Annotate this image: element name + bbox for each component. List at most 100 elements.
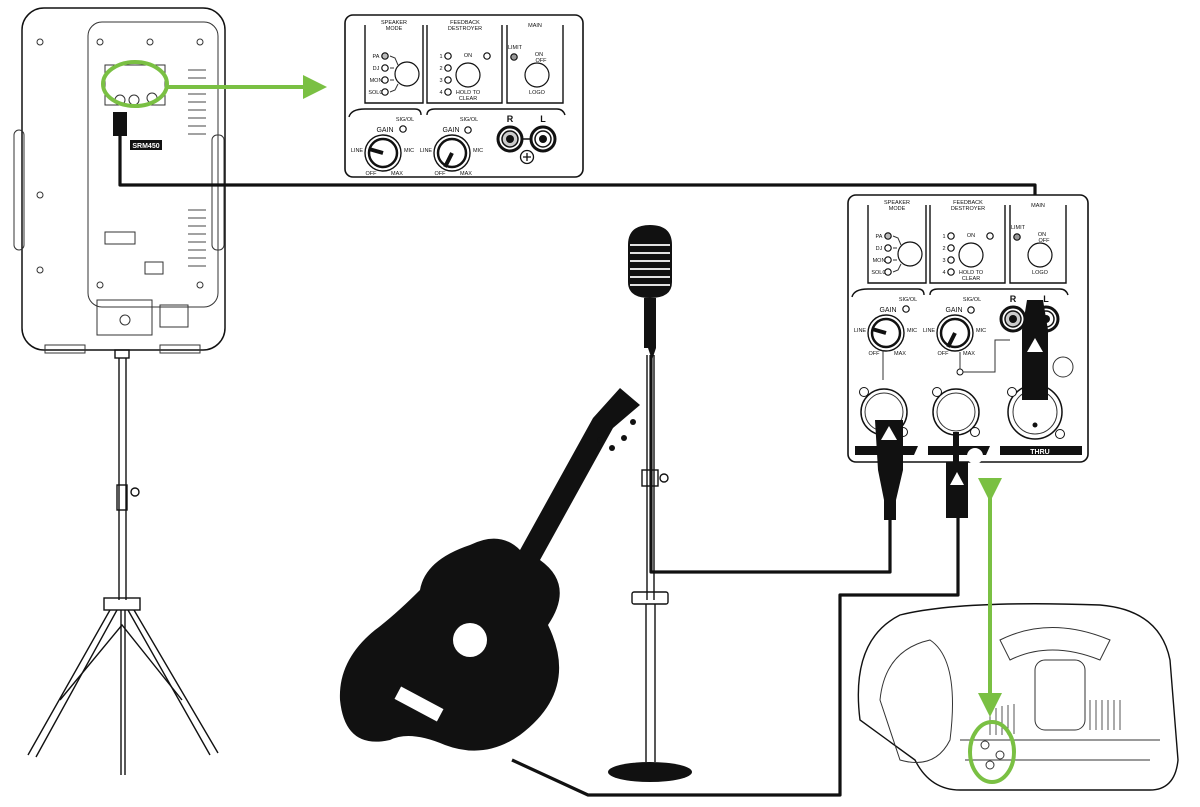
- plus-icon: [519, 149, 535, 165]
- ch1-gain-label: GAIN: [879, 307, 896, 314]
- rear-control-panel-detail: SPEAKER MODE PA DJ MON SOLO FEEDBACK DES…: [344, 14, 584, 178]
- ch2-line-label: LINE: [923, 328, 936, 334]
- feedback-button[interactable]: [455, 62, 481, 88]
- fb-4-label: 4: [439, 90, 442, 96]
- ch2-gain-label: GAIN: [442, 127, 459, 134]
- fb-2-led: [947, 244, 955, 252]
- fb-on-led: [986, 232, 994, 240]
- mode-solo-led: [381, 88, 389, 96]
- ch2-max-label: MAX: [963, 351, 975, 357]
- ch1-max-label: MAX: [894, 351, 906, 357]
- fb-clear-label: HOLD TO: [959, 270, 984, 276]
- limit-led: [510, 53, 518, 61]
- fb-1-label: 1: [439, 54, 442, 60]
- ch2-off-label: OFF: [938, 351, 950, 357]
- mode-pa-label: PA: [876, 234, 883, 240]
- main-title: MAIN: [528, 23, 542, 29]
- rca-left-label: L: [540, 114, 546, 124]
- rca-left-jack[interactable]: [529, 125, 557, 153]
- fb-2-led: [444, 64, 452, 72]
- ch2-gain-label: GAIN: [945, 307, 962, 314]
- rca-left-label: L: [1043, 294, 1049, 304]
- rca-right-label: R: [507, 114, 514, 124]
- acoustic-guitar: [339, 388, 640, 751]
- feedback-button[interactable]: [958, 242, 984, 268]
- speaker-mode-button[interactable]: [394, 61, 420, 87]
- input-panel-highlight: [101, 60, 169, 108]
- fb-on-led: [483, 52, 491, 60]
- ch2-off-label: OFF: [435, 171, 447, 177]
- speaker-mode-title: SPEAKER: [884, 200, 910, 206]
- combo-jack-2[interactable]: [932, 388, 980, 436]
- speaker-control-panel: SPEAKER MODE PA DJ MON SOLO FEEDBACK DES…: [851, 200, 1069, 357]
- ch1-line-label: LINE: [854, 328, 867, 334]
- mode-dj-label: DJ: [876, 246, 883, 252]
- mic-cable: [649, 355, 892, 574]
- feedback-title-2: DESTROYER: [951, 206, 985, 212]
- ch1-gain-knob[interactable]: [871, 327, 887, 335]
- ch1-sigol-led: [902, 305, 910, 313]
- guitar-jack-plug: [946, 432, 968, 518]
- mic-xlr-plug: [875, 420, 903, 520]
- mode-mon-label: MON: [370, 78, 383, 84]
- logo-button[interactable]: [524, 62, 550, 88]
- logo-on-label: ON: [1038, 232, 1046, 238]
- ch2-gain-knob[interactable]: [443, 152, 454, 168]
- mode-solo-label: SOLO: [871, 270, 887, 276]
- fb-4-led: [444, 88, 452, 96]
- fb-1-label: 1: [942, 234, 945, 240]
- fb-3-label: 3: [942, 258, 945, 264]
- fb-clear-label-2: CLEAR: [962, 276, 980, 282]
- fb-1-led: [947, 232, 955, 240]
- ch2-max-label: MAX: [460, 171, 472, 177]
- limit-led: [1013, 233, 1021, 241]
- logo-on-label: ON: [535, 52, 543, 58]
- speaker-mode-title-2: MODE: [386, 26, 403, 32]
- ch1-mic-label: MIC: [907, 328, 917, 334]
- speaker-mode-button[interactable]: [897, 241, 923, 267]
- ch2-sigol-label: SIG/OL: [460, 117, 478, 123]
- feedback-title-2: DESTROYER: [448, 26, 482, 32]
- limit-label: LIMIT: [1011, 225, 1026, 231]
- ch2-mic-label: MIC: [976, 328, 986, 334]
- fb-3-led: [444, 76, 452, 84]
- ch2-sigol-led: [464, 126, 472, 134]
- logo-label: LOGO: [529, 90, 546, 96]
- ch1-off-label: OFF: [366, 171, 378, 177]
- rca-right-jack[interactable]: [999, 305, 1027, 333]
- fb-2-label: 2: [942, 246, 945, 252]
- fb-1-led: [444, 52, 452, 60]
- rca-right-jack[interactable]: [496, 125, 524, 153]
- thru-label: THRU: [1030, 449, 1049, 456]
- main-title: MAIN: [1031, 203, 1045, 209]
- fb-on-label: ON: [967, 233, 975, 239]
- ch1-gain-knob[interactable]: [368, 147, 384, 155]
- ch1-mic-label: MIC: [404, 148, 414, 154]
- mode-dj-led: [884, 244, 892, 252]
- main-speaker-rear: SRM450: [13, 7, 226, 354]
- logo-off-label: OFF: [1039, 238, 1051, 244]
- logo-button[interactable]: [1027, 242, 1053, 268]
- mode-pa-label: PA: [373, 54, 380, 60]
- feedback-title: FEEDBACK: [953, 200, 983, 206]
- guitar-cable: [511, 518, 960, 797]
- ch1-max-label: MAX: [391, 171, 403, 177]
- speaker-stand: [27, 349, 219, 775]
- ch1-line-label: LINE: [351, 148, 364, 154]
- microphone-on-stand: [608, 225, 692, 782]
- logo-off-label: OFF: [536, 58, 548, 64]
- ch2-line-label: LINE: [420, 148, 433, 154]
- xlr-thru-plug: [1022, 300, 1048, 400]
- fb-clear-label: HOLD TO: [456, 90, 481, 96]
- speaker-mode-title-2: MODE: [889, 206, 906, 212]
- ch2-gain-knob[interactable]: [946, 332, 957, 348]
- fb-on-label: ON: [464, 53, 472, 59]
- ch2-mic-label: MIC: [473, 148, 483, 154]
- mode-dj-led: [381, 64, 389, 72]
- ch2-sigol-led: [967, 306, 975, 314]
- fb-2-label: 2: [439, 66, 442, 72]
- mode-pa-led: [884, 232, 892, 240]
- mode-dj-label: DJ: [373, 66, 380, 72]
- ch1-sigol-label: SIG/OL: [396, 117, 414, 123]
- ch1-sigol-label: SIG/OL: [899, 297, 917, 303]
